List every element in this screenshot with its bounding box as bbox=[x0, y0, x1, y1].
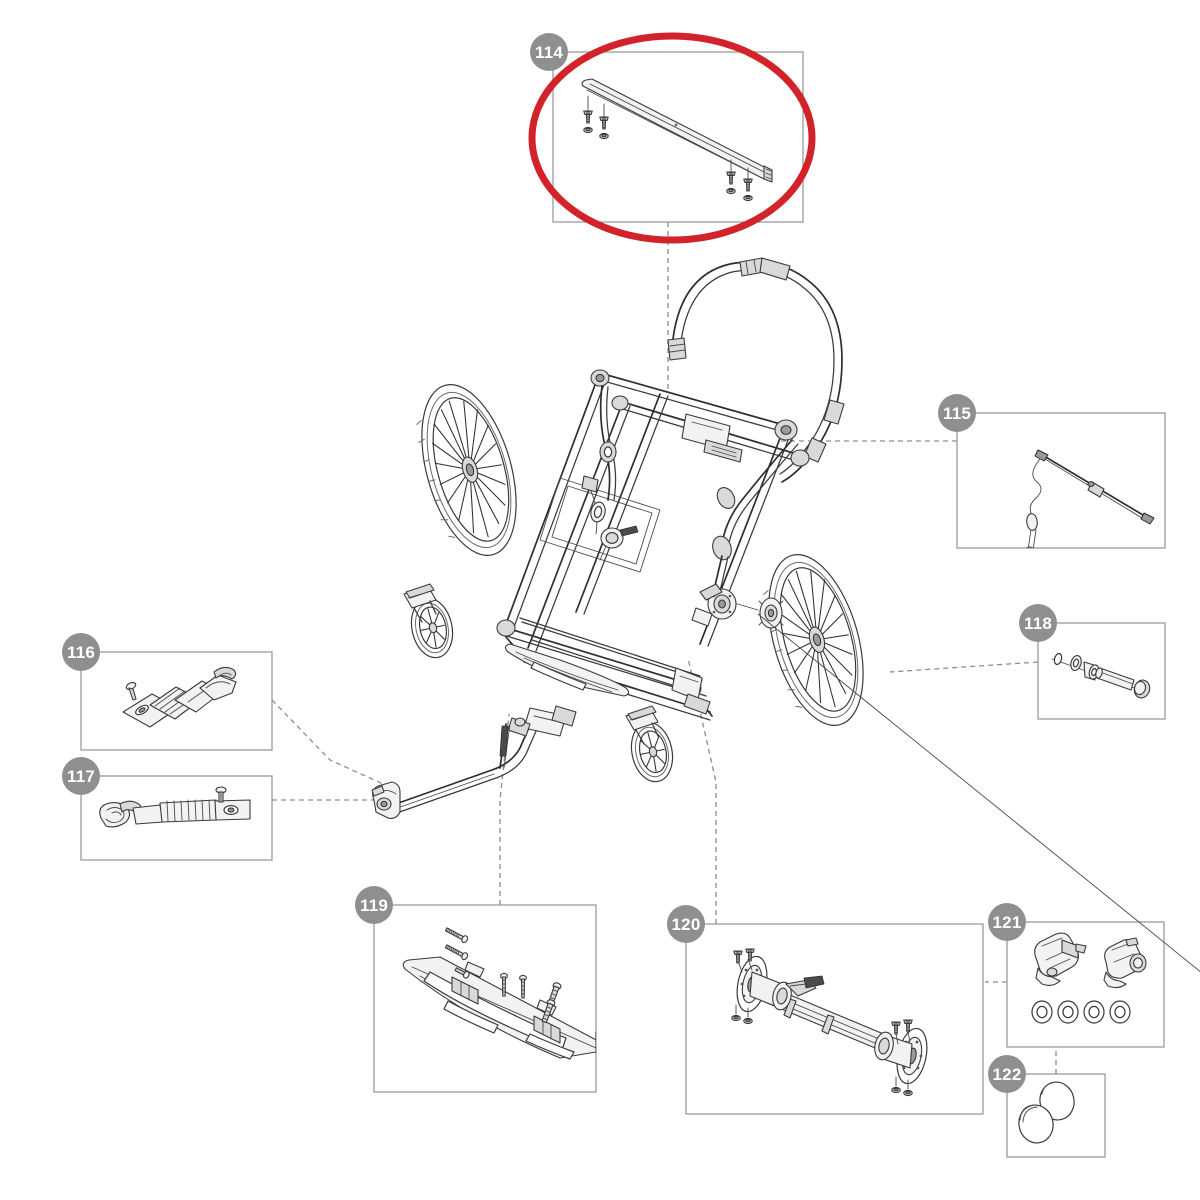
crossbar-screw-set-right bbox=[726, 159, 753, 202]
strap-taper bbox=[132, 804, 164, 825]
part-116-hitch-strap-bracket bbox=[122, 666, 237, 728]
callout-boxes bbox=[80, 51, 1166, 1158]
brake-disc-left-120 bbox=[736, 955, 792, 1013]
folding-frame bbox=[496, 369, 810, 721]
caliper-right-121 bbox=[1103, 937, 1147, 989]
tow-bar-hitch-arm bbox=[371, 705, 577, 819]
washer-118-c bbox=[1083, 661, 1100, 681]
screw-119-g bbox=[541, 999, 556, 1024]
part-120-rear-axle-assembly bbox=[731, 948, 928, 1097]
callout-badge-121[interactable]: 121 bbox=[988, 903, 1026, 941]
brake-lever-120 bbox=[785, 975, 825, 997]
cable-tether bbox=[1024, 458, 1042, 548]
cable-rod bbox=[1034, 449, 1155, 525]
caliper-left-121 bbox=[1034, 932, 1087, 987]
axle-shaft-118 bbox=[1095, 667, 1135, 691]
callout-box-118 bbox=[1037, 622, 1166, 720]
callout-badge-119[interactable]: 119 bbox=[355, 886, 393, 924]
crossbar-rail bbox=[581, 78, 773, 183]
screw-119-e bbox=[519, 974, 527, 999]
red-ellipse-highlight bbox=[528, 32, 816, 244]
callout-badge-114[interactable]: 114 bbox=[530, 33, 568, 71]
strap-buckle bbox=[199, 666, 237, 701]
screw-119-b bbox=[444, 944, 469, 961]
spacer-washers-121 bbox=[1031, 1000, 1131, 1024]
main-assembly-trailer-chassis bbox=[371, 257, 1200, 972]
callout-badge-120[interactable]: 120 bbox=[667, 905, 705, 943]
mount-screws-120 bbox=[731, 948, 913, 1097]
part-121-brake-calipers bbox=[1031, 932, 1147, 1024]
part-118-axle-with-washers bbox=[1051, 652, 1151, 699]
callout-badge-115[interactable]: 115 bbox=[938, 394, 976, 432]
left-rear-wheel bbox=[416, 384, 517, 556]
strap-corrugation-117 bbox=[159, 799, 218, 823]
dust-cap-front bbox=[1039, 1081, 1075, 1121]
part-122-hub-dust-caps bbox=[1018, 1081, 1075, 1144]
crossbar-screw-set-left bbox=[583, 95, 609, 140]
part-114-crossbar-assembly bbox=[581, 78, 773, 202]
callout-box-120 bbox=[685, 923, 984, 1115]
washer-118-a bbox=[1053, 652, 1063, 666]
callout-box-116 bbox=[80, 651, 273, 751]
part-119-bumper-guard bbox=[402, 927, 596, 1060]
front-caster-wheel-right bbox=[625, 705, 674, 783]
screw-119-d bbox=[500, 972, 508, 997]
right-rear-wheel bbox=[763, 554, 864, 726]
hitch-coupler-head bbox=[371, 781, 401, 819]
part-117-coupler-safety-strap bbox=[99, 786, 251, 828]
leader-116 bbox=[271, 699, 393, 789]
callout-box-114 bbox=[552, 51, 804, 223]
leader-118 bbox=[889, 661, 1039, 673]
screw-119-c bbox=[454, 967, 470, 979]
callout-badge-122[interactable]: 122 bbox=[988, 1055, 1026, 1093]
wheel-hub-detached bbox=[757, 597, 1200, 972]
screw-set-119 bbox=[444, 927, 562, 1024]
front-caster-wheel-left bbox=[403, 583, 454, 659]
callout-badge-116[interactable]: 116 bbox=[62, 633, 100, 671]
callout-badge-118[interactable]: 118 bbox=[1019, 604, 1057, 642]
callout-box-121 bbox=[1006, 921, 1165, 1048]
callout-box-115 bbox=[956, 412, 1166, 549]
callout-box-117 bbox=[80, 775, 273, 861]
callout-badge-117[interactable]: 117 bbox=[62, 757, 100, 795]
part-115-brake-cable bbox=[1024, 449, 1155, 548]
callout-box-122 bbox=[1006, 1073, 1106, 1158]
strap-pin-117 bbox=[215, 786, 227, 803]
axle-end-cap-118 bbox=[1133, 679, 1151, 699]
dust-cap-rear bbox=[1018, 1104, 1054, 1144]
push-handle-bar bbox=[667, 257, 845, 483]
washer-118-b bbox=[1070, 655, 1082, 671]
leader-lines bbox=[271, 222, 1057, 1074]
brake-disc-right-120 bbox=[874, 1027, 928, 1085]
screw-119-a bbox=[444, 927, 469, 944]
bracket-screw bbox=[125, 682, 137, 701]
bumper-body bbox=[402, 956, 596, 1060]
strap-end-plate bbox=[214, 799, 251, 821]
callout-box-119 bbox=[373, 904, 597, 1093]
